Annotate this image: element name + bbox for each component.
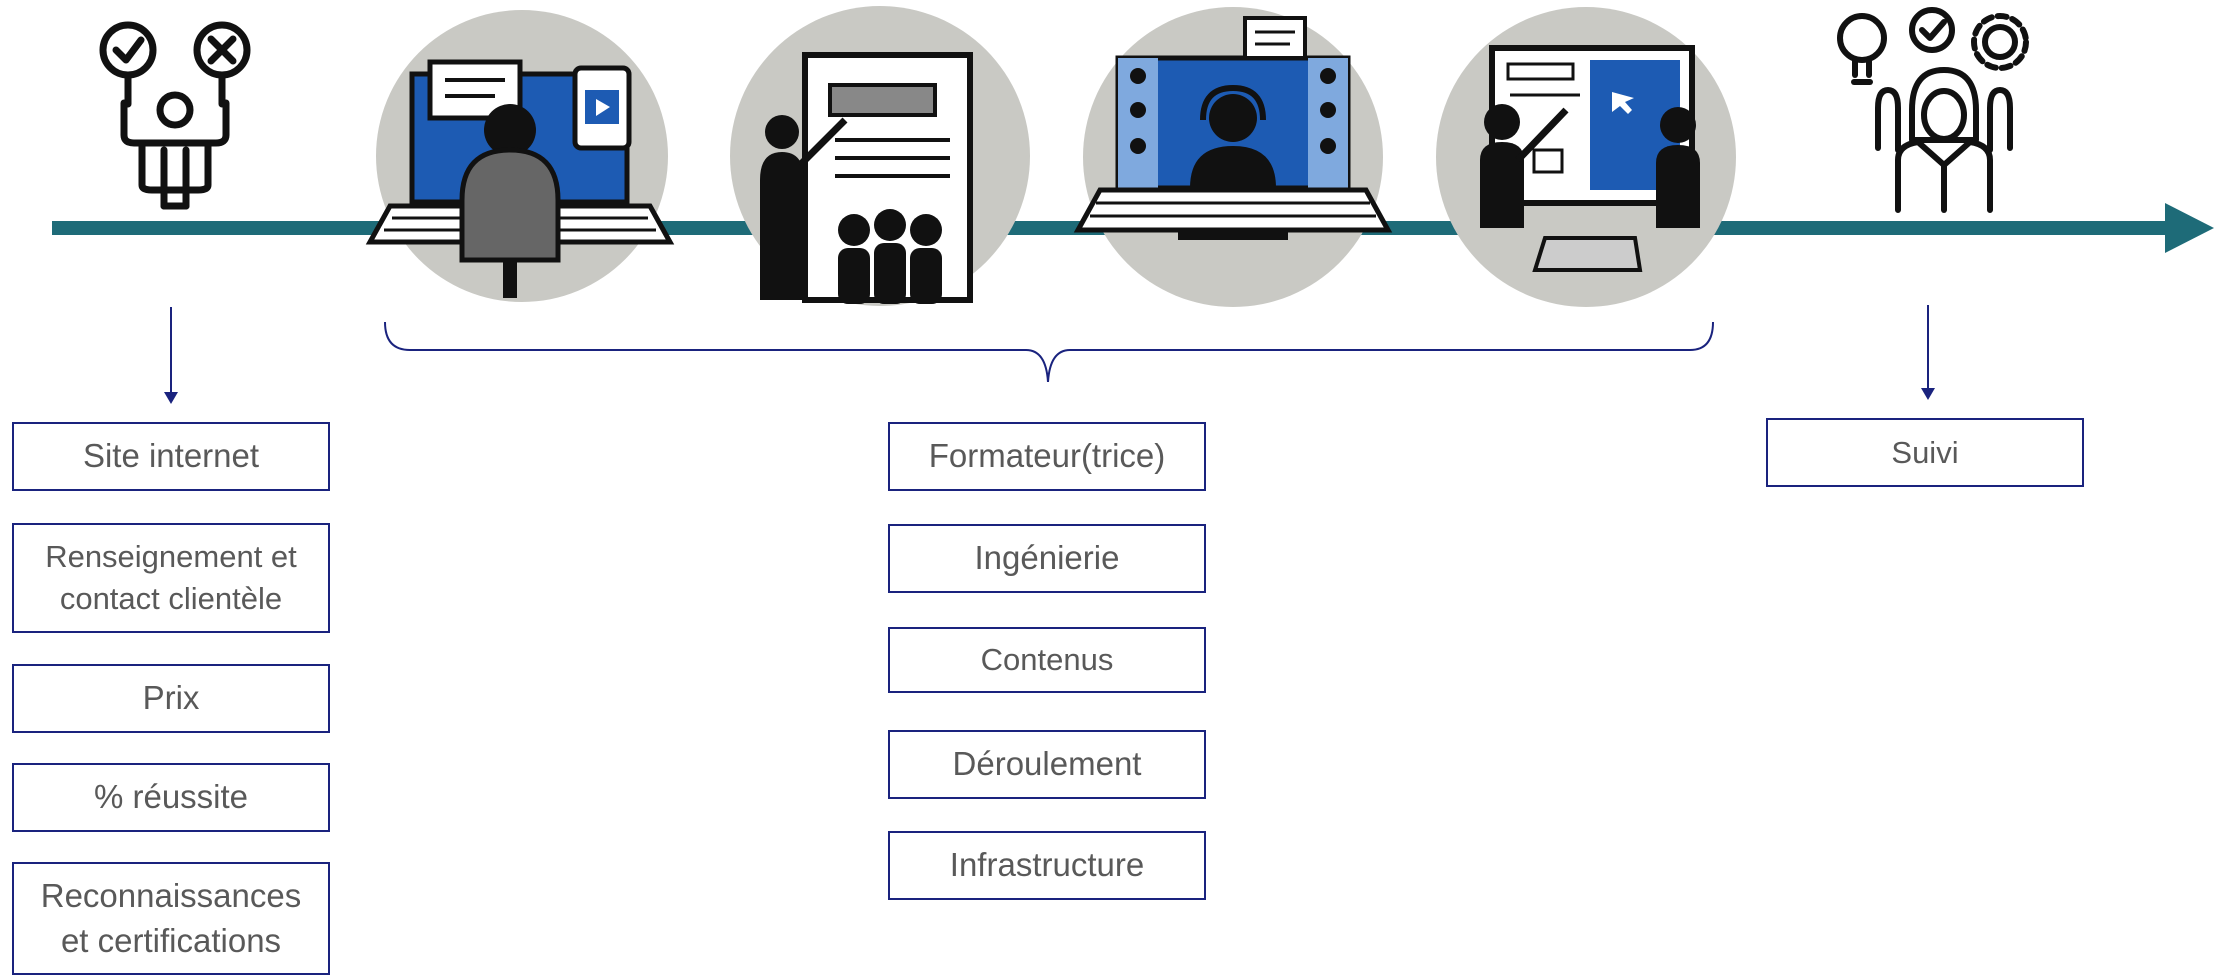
box-site-internet: Site internet — [12, 422, 330, 491]
down-arrow-right — [1921, 305, 1935, 400]
down-arrow-left — [164, 307, 178, 404]
box-reconnaissances-certifications: Reconnaissances et certifications — [12, 862, 330, 975]
person-holding-check-and-cross-icon — [99, 21, 251, 210]
box-prix: Prix — [12, 664, 330, 733]
classroom-training-icon — [730, 6, 1030, 306]
box-formateur: Formateur(trice) — [888, 422, 1206, 491]
e-learning-laptop-icon — [365, 10, 675, 302]
box-suivi: Suivi — [1766, 418, 2084, 487]
curly-brace-icon — [384, 321, 1714, 383]
presentation-screen-icon — [1436, 7, 1736, 307]
box-ingenierie: Ingénierie — [888, 524, 1206, 593]
video-conference-laptop-icon — [1073, 7, 1393, 307]
box-infrastructure: Infrastructure — [888, 831, 1206, 900]
woman-with-idea-check-gear-icon — [1837, 7, 2029, 213]
box-deroulement: Déroulement — [888, 730, 1206, 799]
box-pourcentage-reussite: % réussite — [12, 763, 330, 832]
box-contenus: Contenus — [888, 627, 1206, 693]
box-renseignement-contact: Renseignement et contact clientèle — [12, 523, 330, 633]
